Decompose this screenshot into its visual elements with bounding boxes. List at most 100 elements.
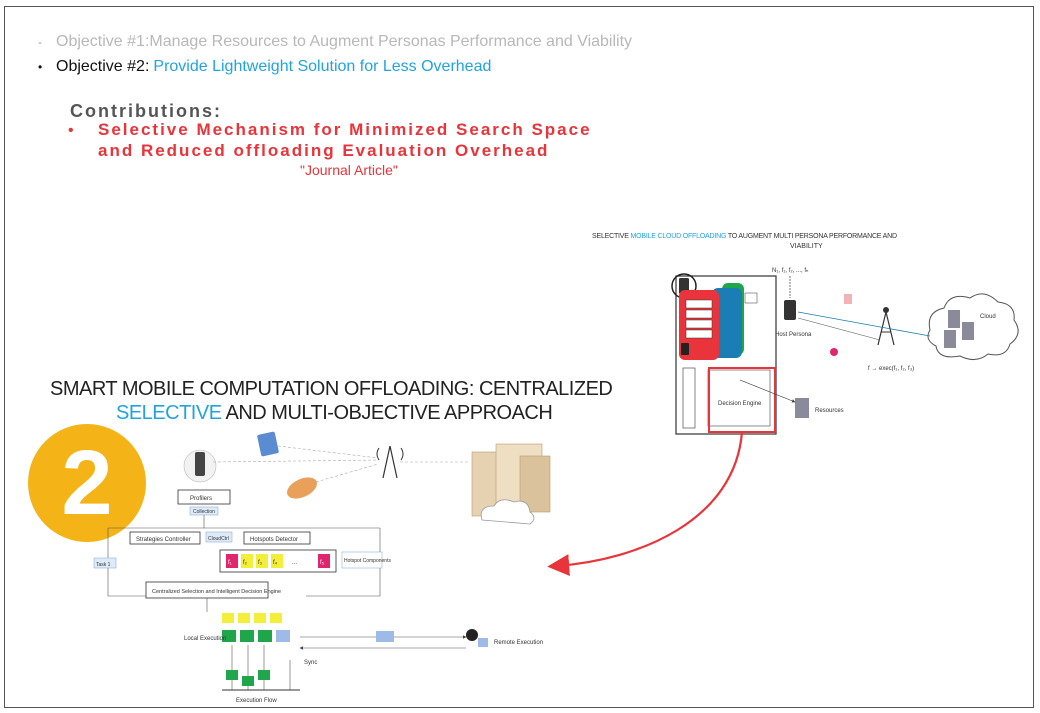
strategies-box <box>129 531 201 545</box>
exec-cell <box>276 630 290 642</box>
profilers-box <box>177 489 231 505</box>
resources-server-icon <box>795 398 809 418</box>
server-icon <box>962 322 974 340</box>
strategies-label: Strategies Controller <box>136 537 191 543</box>
function-cell <box>318 554 330 568</box>
blue-panel <box>712 288 742 358</box>
formula-bottom: f → exec(f₁, f₂, f₃) <box>868 366 914 372</box>
link-arrow <box>739 379 796 403</box>
main-diagram-title-line1: SMART MOBILE COMPUTATION OFFLOADING: CEN… <box>50 378 613 400</box>
small-phone-icon <box>681 343 689 355</box>
red-panel-row <box>685 299 713 309</box>
exec-cell <box>238 613 250 623</box>
side-strip <box>682 367 696 429</box>
small-title-highlight: MOBILE CLOUD OFFLOADING <box>630 233 727 240</box>
link-arrow-red <box>547 431 744 577</box>
contribution-bullet: • <box>68 122 74 139</box>
hotspots-label: Hotspots Detector <box>250 537 298 543</box>
function-cell-label: f₁ <box>228 560 232 566</box>
function-cell-label: f₃ <box>258 560 263 566</box>
function-cell <box>226 554 238 568</box>
objective-1-prefix: Objective #1: <box>56 33 150 50</box>
dashed-link <box>277 445 379 459</box>
execution-flow-label: Execution Flow <box>236 698 277 704</box>
dashed-link <box>212 459 379 463</box>
decision-engine-box <box>707 369 771 427</box>
link-line <box>797 317 881 341</box>
tower-icon <box>376 445 404 479</box>
mini-icon <box>844 294 852 304</box>
cloud-label: Cloud <box>980 314 996 320</box>
small-diagram: Decision Engine Host Persona N₁, f₁, f₂,… <box>671 268 1019 435</box>
phone-device-icon <box>195 452 205 476</box>
objective-2: • Objective #2: Provide Lightweight Solu… <box>38 58 491 76</box>
objective-2-prefix: Objective #2: <box>56 58 150 75</box>
task-box <box>93 557 117 569</box>
small-diagram-title: SELECTIVE MOBILE CLOUD OFFLOADING TO AUG… <box>592 233 897 240</box>
remote-cell <box>478 638 488 647</box>
hotspots-box <box>243 531 311 545</box>
task-label: Task 1 <box>96 562 111 568</box>
formula-top: N₁, f₁, f₂, ..., fₕ <box>772 268 809 274</box>
journal-note: "Journal Article" <box>300 162 398 178</box>
contributions-heading: Contributions: <box>70 101 222 121</box>
red-panel-row <box>685 319 713 329</box>
function-cell-label: f₄ <box>273 560 278 566</box>
resources-label: Resources <box>815 408 844 414</box>
host-phone-icon <box>784 300 796 320</box>
datacenter-icon <box>471 443 551 525</box>
objective-1-bullet: - <box>38 35 42 49</box>
objective-2-text: Provide Lightweight Solution for Less Ov… <box>153 58 492 75</box>
objective-1-text: Manage Resources to Augment Personas Per… <box>149 33 633 50</box>
profilers-label: Profilers <box>190 496 212 502</box>
exec-cell <box>222 613 234 623</box>
host-label: Host Persona <box>775 332 812 338</box>
remote-execution-label: Remote Execution <box>494 640 543 646</box>
main-diagram: Profilers Collection Strategies Controll… <box>93 431 551 704</box>
function-cell <box>241 554 253 568</box>
function-cell-label: f₅ <box>320 560 325 566</box>
dashed-link <box>315 463 379 483</box>
number-badge: 2 <box>28 424 146 542</box>
function-cell-label: f₂ <box>243 560 248 566</box>
laptop-icon <box>287 477 317 499</box>
decision-engine-label: Centralized Selection and Intelligent De… <box>152 589 281 595</box>
flow-cell <box>258 670 270 680</box>
sync-label: Sync <box>304 660 317 666</box>
objective-1: - Objective #1: Manage Resources to Augm… <box>38 33 632 51</box>
objective-2-bullet: • <box>38 60 43 74</box>
hotspot-components-box <box>341 551 383 569</box>
contribution-line-2: and Reduced offloading Evaluation Overhe… <box>98 141 550 160</box>
function-cell <box>271 554 283 568</box>
function-cell <box>256 554 268 568</box>
flow-cell <box>226 670 238 680</box>
contribution-line-1: Selective Mechanism for Minimized Search… <box>98 120 592 139</box>
title-highlight: SELECTIVE <box>116 402 222 424</box>
main-diagram-title-line2: SELECTIVE AND MULTI-OBJECTIVE APPROACH <box>116 402 553 425</box>
exec-cell <box>240 630 254 642</box>
remote-task-cell <box>376 631 394 642</box>
profilers-sub-label: Collection <box>193 509 215 515</box>
red-panel-row <box>685 329 713 339</box>
tower-icon <box>877 307 895 346</box>
server-icon <box>944 330 956 348</box>
tablet-icon <box>257 431 279 457</box>
decision-engine-label: Decision Engine <box>718 401 762 407</box>
exec-cell <box>270 613 282 623</box>
title-rest: AND MULTI-OBJECTIVE APPROACH <box>221 402 553 424</box>
flow-cell <box>242 676 254 686</box>
red-panel-row <box>685 309 713 319</box>
exec-cell <box>258 630 272 642</box>
exec-cell <box>254 613 266 623</box>
small-diagram-title-line2: VIABILITY <box>790 243 823 250</box>
exec-cell <box>222 630 236 642</box>
small-title-prefix: SELECTIVE <box>592 233 631 240</box>
remote-gear-icon <box>466 629 478 641</box>
connector-line <box>306 528 381 597</box>
cloudctrl-label: CloudCtrl <box>208 536 229 542</box>
server-icon <box>948 310 960 328</box>
link-line <box>797 311 931 337</box>
cloudctrl-box <box>205 531 233 543</box>
mini-dot <box>830 348 838 356</box>
